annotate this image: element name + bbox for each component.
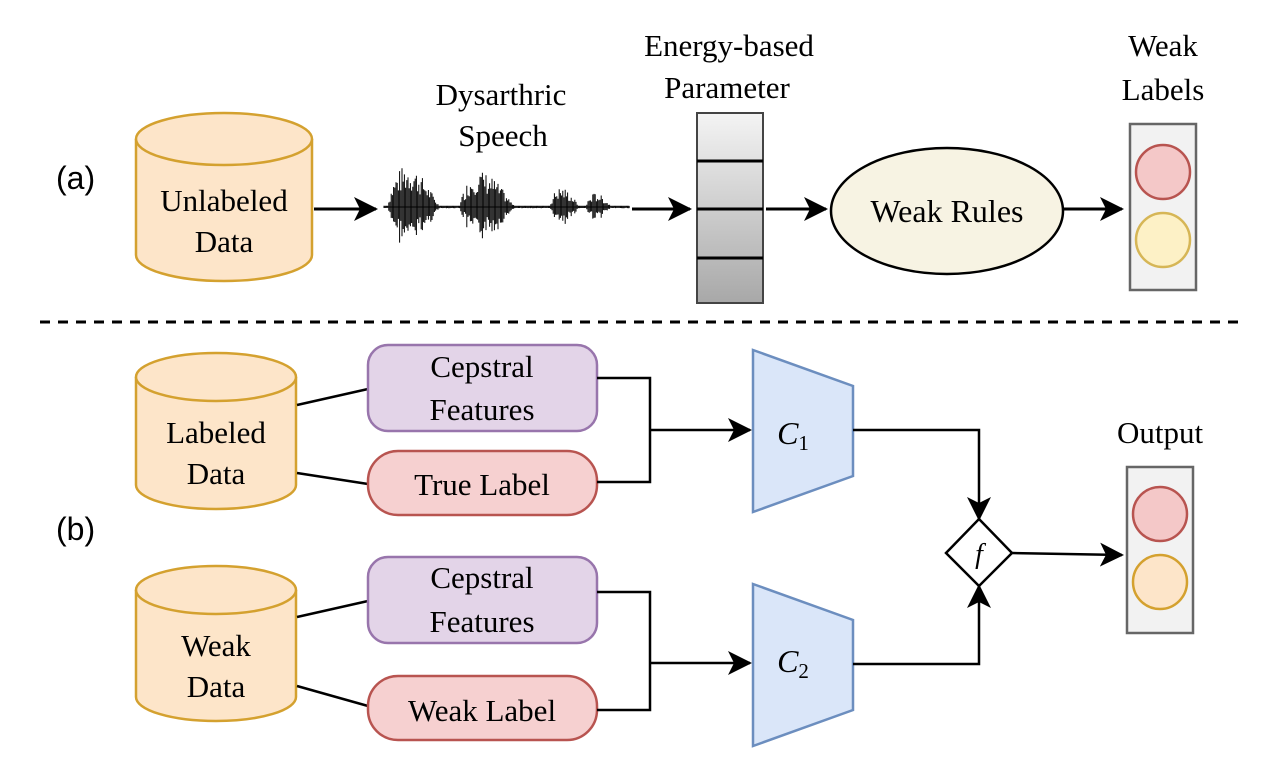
merge-features-2 — [597, 590, 652, 712]
unlabeled-data-cylinder: Unlabeled Data — [134, 111, 314, 283]
cepstral-features-box-2: Cepstral Features — [366, 555, 599, 645]
weak-label-text: Weak Label — [408, 693, 556, 728]
arrow-c2-to-fusion — [853, 584, 991, 666]
output-title: Output — [1117, 415, 1204, 450]
true-label-text: True Label — [414, 467, 550, 502]
arrow-c1-to-fusion — [853, 428, 991, 521]
cepstral-features-2-line2: Features — [429, 604, 534, 639]
weak-labels-title-line1: Weak — [1128, 28, 1198, 63]
connector-weak-to-features — [296, 599, 369, 619]
connector-labeled-to-features — [296, 387, 369, 407]
waveform-trace — [383, 168, 630, 243]
output-traffic-light-icon — [1125, 465, 1195, 635]
dysarthric-speech-label-line1: Dysarthric — [436, 77, 567, 112]
weak-data-label-line1: Weak — [181, 628, 251, 663]
arrow-fusion-to-output — [1011, 542, 1124, 567]
dysarthric-speech-label-line2: Speech — [458, 118, 548, 153]
cepstral-features-1-line1: Cepstral — [430, 349, 533, 384]
fusion-label: f — [975, 539, 986, 570]
cepstral-features-1-line2: Features — [429, 392, 534, 427]
labeled-data-label-line1: Labeled — [166, 415, 266, 450]
unlabeled-data-label-line1: Unlabeled — [160, 183, 288, 218]
unlabeled-data-label-line2: Data — [195, 224, 254, 259]
panel-a-label: (a) — [56, 160, 95, 196]
classifier-c1: C1 — [751, 348, 855, 514]
classifier-c2: C2 — [751, 582, 855, 748]
classifier-c1-main: C — [777, 415, 799, 451]
svg-text:C2: C2 — [777, 643, 809, 683]
merge-features-1 — [597, 376, 652, 484]
classifier-c2-main: C — [777, 643, 799, 679]
weak-data-label-line2: Data — [187, 669, 246, 704]
labeled-data-label-line2: Data — [187, 456, 246, 491]
classifier-c2-sub: 2 — [798, 659, 809, 683]
weak-rules-label: Weak Rules — [871, 193, 1024, 229]
cepstral-features-2-line1: Cepstral — [430, 560, 533, 595]
weak-label-box: Weak Label — [366, 674, 599, 742]
true-label-box: True Label — [366, 449, 599, 517]
fusion-node: f — [944, 517, 1014, 588]
weak-labels-traffic-light-icon — [1128, 122, 1198, 292]
cepstral-features-box-1: Cepstral Features — [366, 343, 599, 433]
connector-labeled-to-true-label — [296, 471, 369, 486]
weak-data-cylinder: Weak Data — [134, 564, 298, 723]
weak-labels-title-line2: Labels — [1122, 72, 1205, 107]
svg-text:C1: C1 — [777, 415, 809, 455]
connector-weak-to-weak-label — [296, 684, 369, 708]
classifier-c1-sub: 1 — [798, 431, 809, 455]
energy-parameter-label-line2: Parameter — [664, 70, 790, 105]
audio-waveform-icon — [383, 168, 630, 243]
energy-parameter-vector — [696, 112, 764, 304]
labeled-data-cylinder: Labeled Data — [134, 351, 298, 511]
weak-rules-node: Weak Rules — [829, 146, 1065, 276]
energy-parameter-label-line1: Energy-based — [644, 28, 814, 63]
panel-b-label: (b) — [56, 511, 95, 547]
